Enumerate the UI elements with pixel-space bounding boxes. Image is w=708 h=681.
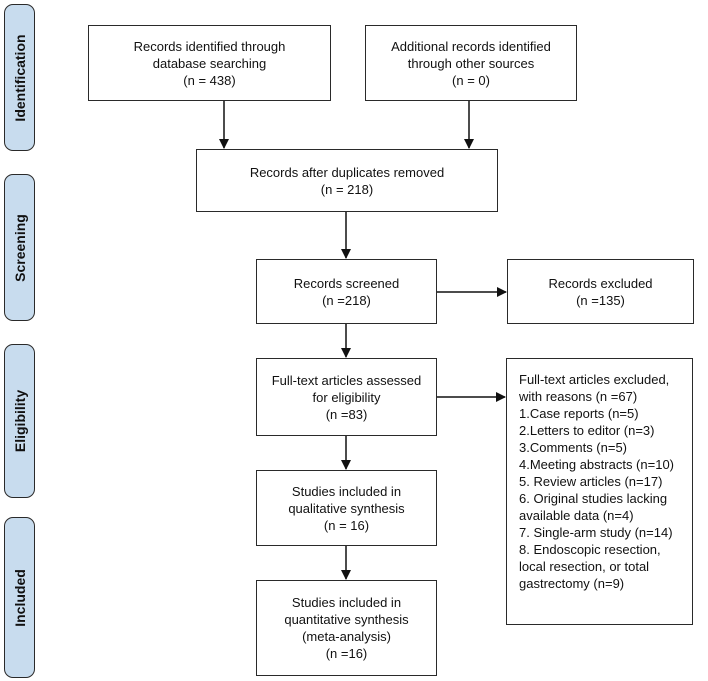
phase-identification: Identification bbox=[4, 4, 35, 151]
phase-eligibility: Eligibility bbox=[4, 344, 35, 498]
box-duplicates-removed: Records after duplicates removed (n = 21… bbox=[196, 149, 498, 212]
other-sources-line-2: through other sources bbox=[407, 55, 535, 71]
db-search-line-2: database searching bbox=[152, 55, 267, 71]
db-search-line-3: (n = 438) bbox=[183, 72, 236, 88]
duplicates-line-1: Records after duplicates removed bbox=[249, 164, 445, 180]
quantitative-line-3: (meta-analysis) bbox=[302, 629, 391, 644]
qualitative-line-1: Studies included in bbox=[291, 483, 402, 499]
fulltext-excluded-line-10: 7. Single-arm study (n=14) bbox=[519, 525, 673, 540]
box-fulltext-assessed: Full-text articles assessed for eligibil… bbox=[256, 358, 437, 436]
fulltext-excluded-line-11: 8. Endoscopic resection, bbox=[519, 542, 661, 557]
screened-line-1: Records screened bbox=[293, 275, 400, 291]
db-search-line-1: Records identified through bbox=[133, 38, 286, 54]
quantitative-line-2: quantitative synthesis bbox=[284, 612, 409, 627]
fulltext-excluded-line-7: 5. Review articles (n=17) bbox=[519, 474, 663, 489]
excluded-line-1: Records excluded bbox=[548, 275, 653, 291]
assessed-line-3: (n =83) bbox=[325, 406, 368, 422]
fulltext-excluded-line-1: Full-text articles excluded, bbox=[519, 372, 670, 387]
box-records-screened: Records screened (n =218) bbox=[256, 259, 437, 324]
fulltext-excluded-line-3: 1.Case reports (n=5) bbox=[519, 406, 639, 421]
quantitative-line-4: (n =16) bbox=[325, 646, 368, 661]
duplicates-line-2: (n = 218) bbox=[320, 181, 374, 197]
box-other-sources: Additional records identified through ot… bbox=[365, 25, 577, 101]
other-sources-line-3: (n = 0) bbox=[452, 72, 490, 88]
assessed-line-2: for eligibility bbox=[312, 389, 381, 405]
quantitative-line-1: Studies included in bbox=[291, 595, 402, 610]
assessed-line-1: Full-text articles assessed bbox=[271, 372, 422, 388]
box-fulltext-excluded: Full-text articles excluded, with reason… bbox=[506, 358, 693, 625]
fulltext-excluded-line-5: 3.Comments (n=5) bbox=[519, 440, 628, 455]
screened-line-2: (n =218) bbox=[322, 292, 371, 308]
fulltext-excluded-line-9: available data (n=4) bbox=[519, 508, 634, 523]
phase-screening: Screening bbox=[4, 174, 35, 321]
fulltext-excluded-line-2: with reasons (n =67) bbox=[519, 389, 638, 404]
excluded-line-2: (n =135) bbox=[576, 292, 625, 308]
box-qualitative-synthesis: Studies included in qualitative synthesi… bbox=[256, 470, 437, 546]
fulltext-excluded-line-6: 4.Meeting abstracts (n=10) bbox=[519, 457, 674, 472]
qualitative-line-3: (n = 16) bbox=[323, 517, 370, 533]
other-sources-line-1: Additional records identified bbox=[391, 38, 551, 54]
fulltext-excluded-line-8: 6. Original studies lacking bbox=[519, 491, 668, 506]
fulltext-excluded-line-12: local resection, or total bbox=[519, 559, 650, 574]
fulltext-excluded-line-4: 2.Letters to editor (n=3) bbox=[519, 423, 655, 438]
box-quantitative-synthesis: Studies included in quantitative synthes… bbox=[256, 580, 437, 676]
qualitative-line-2: qualitative synthesis bbox=[288, 500, 405, 516]
phase-included: Included bbox=[4, 517, 35, 678]
fulltext-excluded-line-13: gastrectomy (n=9) bbox=[519, 576, 625, 591]
box-database-search: Records identified through database sear… bbox=[88, 25, 331, 101]
box-records-excluded: Records excluded (n =135) bbox=[507, 259, 694, 324]
